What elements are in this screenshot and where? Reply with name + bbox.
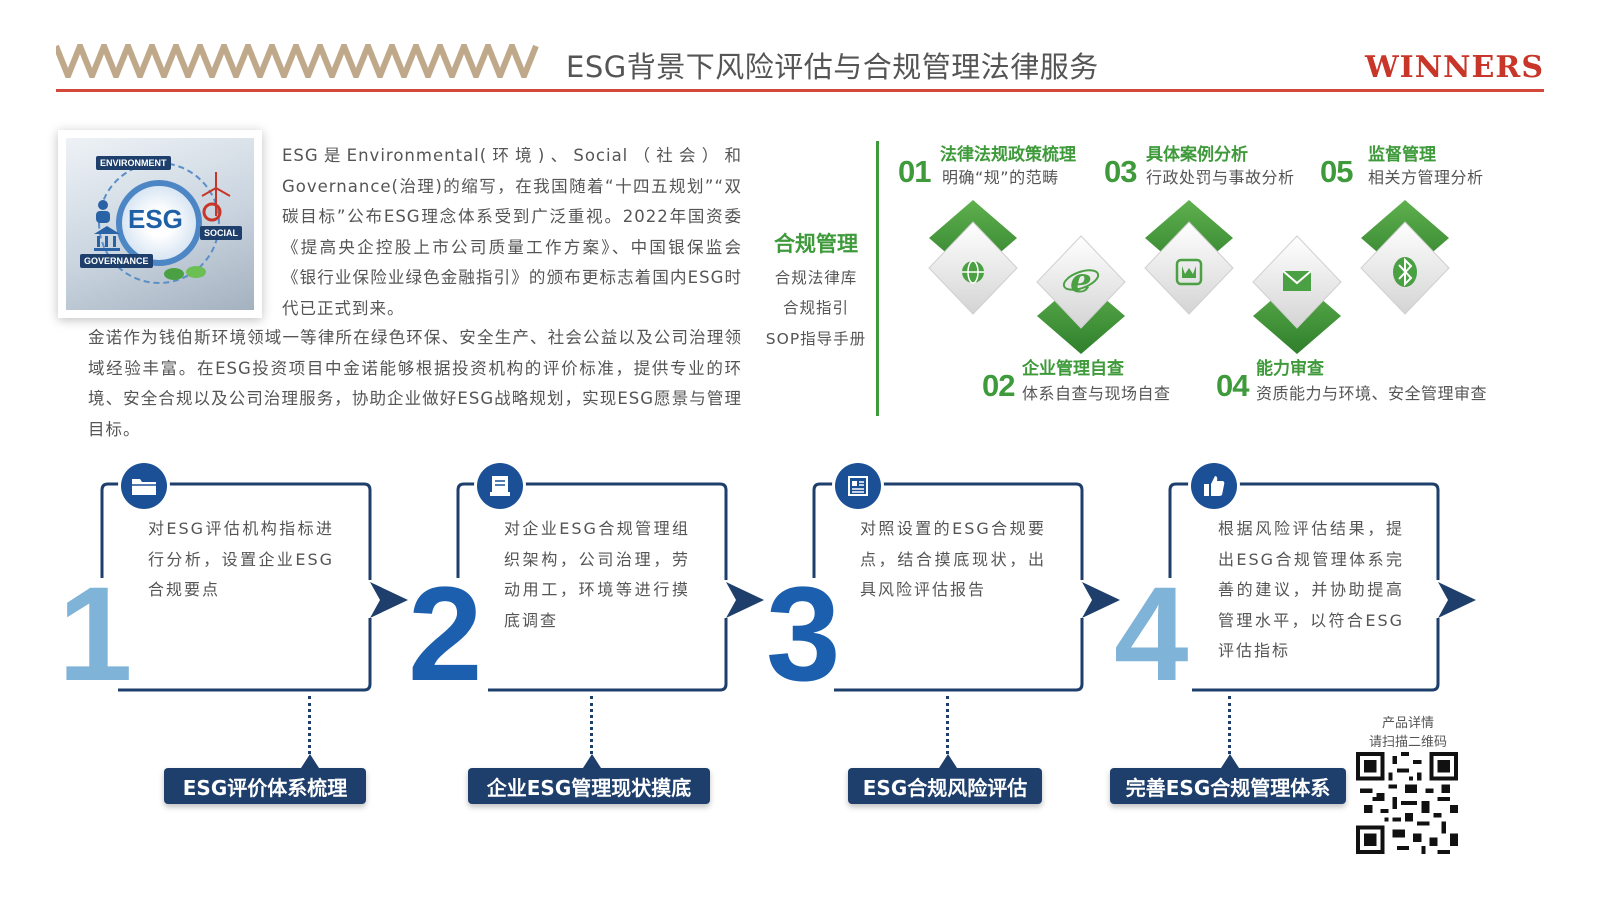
social-tag: SOCIAL: [200, 226, 243, 240]
contract-icon: [490, 476, 510, 496]
diamond-mail: [1252, 235, 1342, 354]
header-divider: [56, 89, 1544, 92]
step-4-icon-circle: [1191, 463, 1237, 509]
recycle-icon: [202, 202, 222, 222]
svg-text:e: e: [1070, 261, 1092, 301]
diamond-globe: [928, 200, 1018, 315]
step-3-icon-circle: [835, 463, 881, 509]
diamond-tulip: [1144, 200, 1234, 315]
step-4-connector: [1228, 696, 1231, 760]
step-number-3: 3: [766, 560, 841, 709]
bluetooth-icon: [1393, 257, 1417, 287]
connector-arrow: [1221, 754, 1239, 768]
intro-paragraph-2: 金诺作为钱伯斯环境领域一等律所在绿色环保、安全生产、社会公益以及公司治理领域经验…: [88, 328, 742, 439]
step-number-1: 1: [58, 560, 133, 709]
mail-icon: [1282, 270, 1312, 291]
step-4-frame: [1168, 482, 1476, 692]
step-2-text: 对企业ESG合规管理组织架构，公司治理，劳动用工，环境等进行摸底调查: [504, 519, 690, 630]
vertical-divider: [876, 141, 879, 416]
step-3-text: 对照设置的ESG合规要点，结合摸底现状，出具风险评估报告: [860, 519, 1046, 599]
step-4-text: 根据风险评估结果，提出ESG合规管理体系完善的建议，并协助提高管理水平，以符合E…: [1218, 519, 1404, 660]
page-title: ESG背景下风险评估与合规管理法律服务: [566, 50, 1099, 84]
folder-icon: [132, 479, 156, 495]
diamond-ie: e: [1036, 235, 1126, 354]
compliance-item: SOP指导手册: [765, 330, 867, 348]
step-3-label: ESG合规风险评估: [848, 768, 1042, 804]
step-number-4: 4: [1114, 560, 1189, 709]
step-number-2: 2: [408, 560, 483, 709]
step-3-connector: [946, 696, 949, 760]
globe-icon: [962, 260, 984, 284]
bank-icon: [94, 226, 120, 251]
brand-logo: WINNERS: [1364, 50, 1544, 85]
step-1-text: 对ESG评估机构指标进行分析，设置企业ESG合规要点: [148, 519, 334, 599]
thumbs-up-icon: [1204, 476, 1225, 496]
environment-tag: ENVIRONMENT: [96, 156, 171, 170]
step-4-label: 完善ESG合规管理体系: [1110, 768, 1346, 804]
wind-turbine-icon: [201, 172, 231, 216]
esg-center-label: ESG: [128, 204, 183, 234]
compliance-item: 合规法律库: [774, 269, 858, 287]
decorative-zigzag-banner: [56, 44, 539, 78]
step-2-connector: [590, 696, 593, 760]
qr-caption-2: 请扫描二维码: [1368, 735, 1447, 750]
people-icon: [96, 200, 110, 223]
step-1-connector: [308, 696, 311, 760]
document-icon: [848, 476, 868, 496]
step-2-label: 企业ESG管理现状摸底: [468, 768, 710, 804]
connector-arrow: [301, 754, 319, 768]
step-3-frame: [812, 482, 1120, 692]
step-1-label: ESG评价体系梳理: [164, 768, 366, 804]
step-2-icon-circle: [477, 463, 523, 509]
compliance-item: 合规指引: [782, 299, 849, 317]
esg-illustration: ESG ENVIRONMENT SOCIAL GOVERNANCE: [58, 130, 262, 318]
step-1-frame: [100, 482, 408, 692]
leaves-icon: [164, 266, 206, 280]
intro-paragraph-1: ESG是Environmental(环境)、Social（社会）和Governa…: [282, 146, 742, 318]
diamond-bluetooth: [1360, 200, 1450, 315]
ie-icon: e: [1062, 261, 1100, 301]
governance-tag: GOVERNANCE: [80, 254, 153, 268]
connector-arrow: [583, 754, 601, 768]
connector-arrow: [939, 754, 957, 768]
tulip-icon: [1175, 258, 1203, 286]
qr-caption-1: 产品详情: [1381, 716, 1434, 731]
step-2-frame: [456, 482, 764, 692]
qr-code[interactable]: [1356, 752, 1458, 854]
step-1-icon-circle: [121, 463, 167, 509]
compliance-heading: 合规管理: [774, 232, 858, 256]
